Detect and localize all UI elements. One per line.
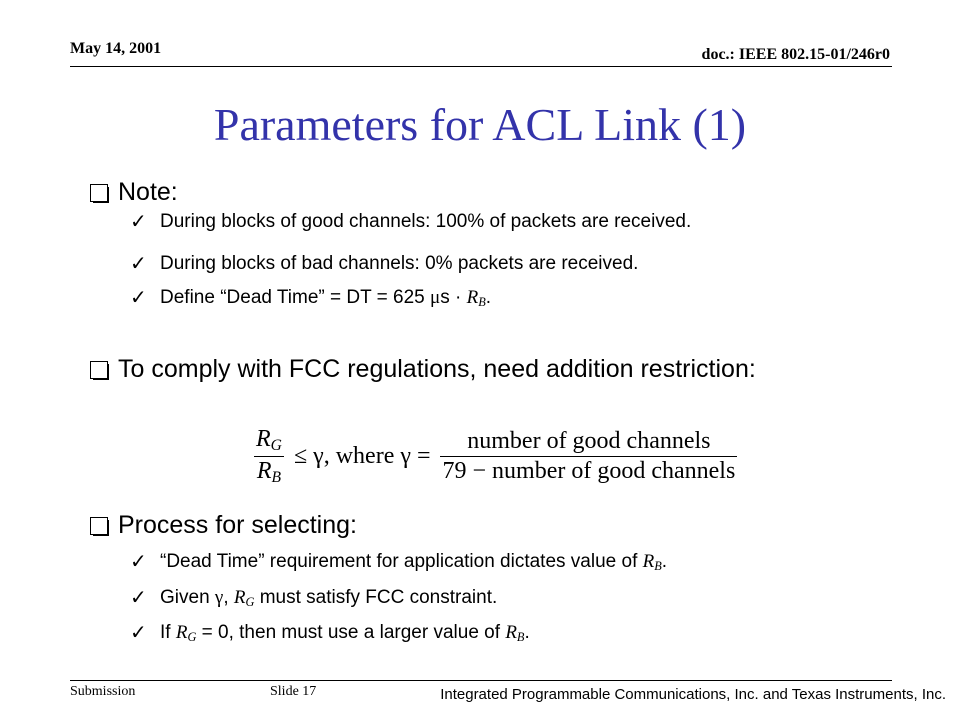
note-item-3: Define “Dead Time” = DT = 625 μs · RB. [160,287,491,310]
slide-title: Parameters for ACL Link (1) [213,99,747,150]
rhs-den: 79 − number of good channels [442,457,736,484]
var-sub: G [245,595,255,610]
header-date: May 14, 2001 [70,40,162,57]
mu-symbol: μ [430,287,441,308]
check-icon: ✓ [130,585,147,609]
var-r: R [505,622,517,643]
footer-submission: Submission [70,684,136,699]
check-icon: ✓ [130,285,147,309]
gamma-symbol: γ [214,587,224,608]
check-icon: ✓ [130,620,147,644]
header-rule [70,66,892,67]
q-bullet-icon [90,361,109,380]
process-item-1-text: “Dead Time” requirement for application … [160,551,643,572]
var-r: R [466,287,479,308]
footer-slide-number: Slide 17 [270,684,317,699]
process-item-3: If RG = 0, then must use a larger value … [160,622,530,645]
var-sub: B [516,630,525,645]
lhs-fraction: RG RB [254,425,284,487]
process-item-1: “Dead Time” requirement for application … [160,551,667,574]
q-bullet-icon [90,517,109,536]
rhs-num: number of good channels [467,427,711,454]
lhs-den-sub: B [271,468,282,486]
process-item-2: Given γ, RG must satisfy FCC constraint. [160,587,497,610]
process-heading: Process for selecting: [118,511,357,539]
lhs-num-sub: G [270,436,282,454]
note-heading: Note: [118,178,178,206]
equation-relation: ≤ γ, where γ = [293,442,431,469]
process-item-3-a: If [160,622,176,643]
process-item-3-end: . [524,622,530,643]
rhs-fraction: number of good channels 79 − number of g… [440,427,738,486]
process-item-3-b: = 0, then must use a larger value of [196,622,506,643]
check-icon: ✓ [130,251,147,275]
check-icon: ✓ [130,549,147,573]
lhs-den: R [256,457,272,484]
var-r: R [642,551,655,572]
note-item-3-end: . [485,287,492,308]
process-item-2-a: Given [160,587,215,608]
var-sub: B [478,295,486,310]
q-bullet-icon [90,184,109,203]
process-item-1-end: . [661,551,668,572]
note-item-3-mid: s · [440,287,467,308]
footer-rule [70,680,892,681]
process-item-2-c: must satisfy FCC constraint. [254,587,498,608]
note-item-2: During blocks of bad channels: 0% packet… [160,253,639,274]
var-sub: G [187,630,197,645]
var-sub: B [654,559,662,574]
footer-organization: Integrated Programmable Communications, … [440,686,946,703]
header-doc-id: doc.: IEEE 802.15-01/246r0 [701,46,890,63]
note-item-1: During blocks of good channels: 100% of … [160,211,692,232]
check-icon: ✓ [130,209,147,233]
note-item-3-prefix: Define “Dead Time” = DT = 625 [160,287,425,308]
var-r: R [233,587,246,608]
var-r: R [175,622,188,643]
process-item-2-b: , [223,587,234,608]
fcc-equation: RG RB ≤ γ, where γ = number of good chan… [254,425,738,487]
fcc-heading: To comply with FCC regulations, need add… [118,355,756,383]
lhs-num: R [256,426,271,452]
